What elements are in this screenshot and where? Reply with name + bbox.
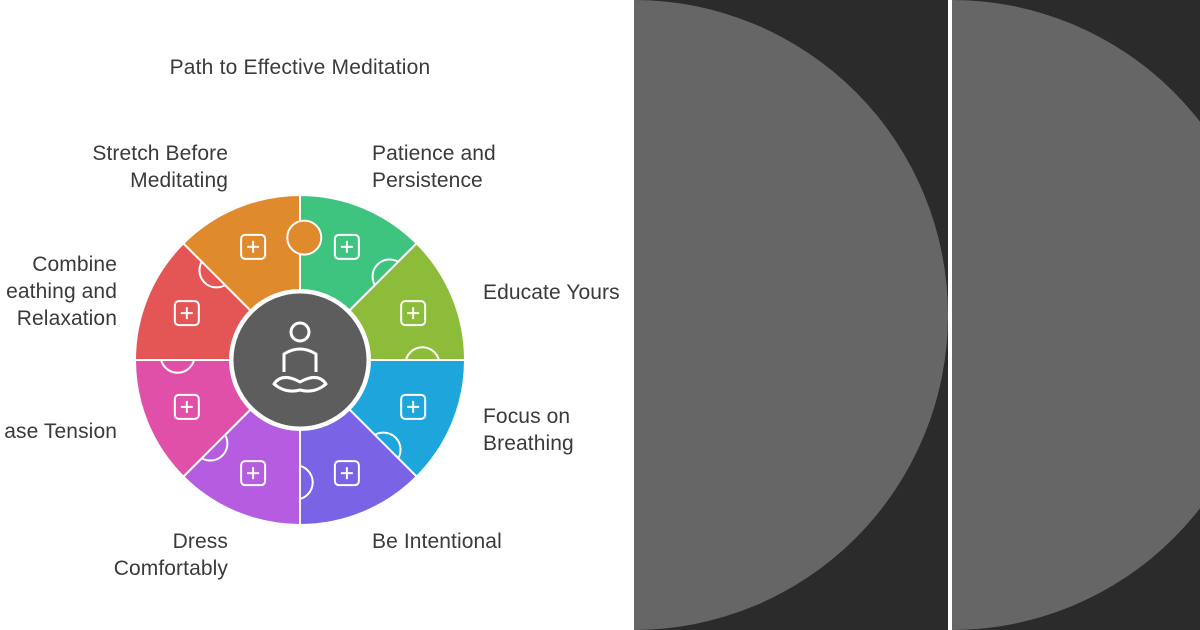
grey-half-circle-shape [634,0,948,630]
wave-arrow-icon [400,393,427,420]
slide-panel-right [952,0,1200,630]
puzzle-knob [286,219,323,256]
label-tension: ase Tension [4,420,117,443]
target-arrow-icon [333,460,360,487]
meditation-diagram: Path to Effective Meditation Patience an… [4,56,620,580]
label-educate: Educate Yours [483,281,620,304]
diagram-title: Path to Effective Meditation [169,56,431,79]
wave-arrows-icon [173,300,200,327]
puzzle-wheel [133,193,467,527]
center-circle [230,290,370,430]
kneeling-person-icon [240,233,267,260]
divider [948,0,952,630]
hourglass-icon [333,233,360,260]
label-intentional: Be Intentional [372,530,502,553]
book-lightbulb-icon [400,300,427,327]
spring-icon [173,393,200,420]
slide-panel-left [634,0,948,630]
grey-half-circle-shape [952,0,1200,630]
person-hanger-icon [240,460,267,487]
meditating-person-icon [272,321,328,393]
